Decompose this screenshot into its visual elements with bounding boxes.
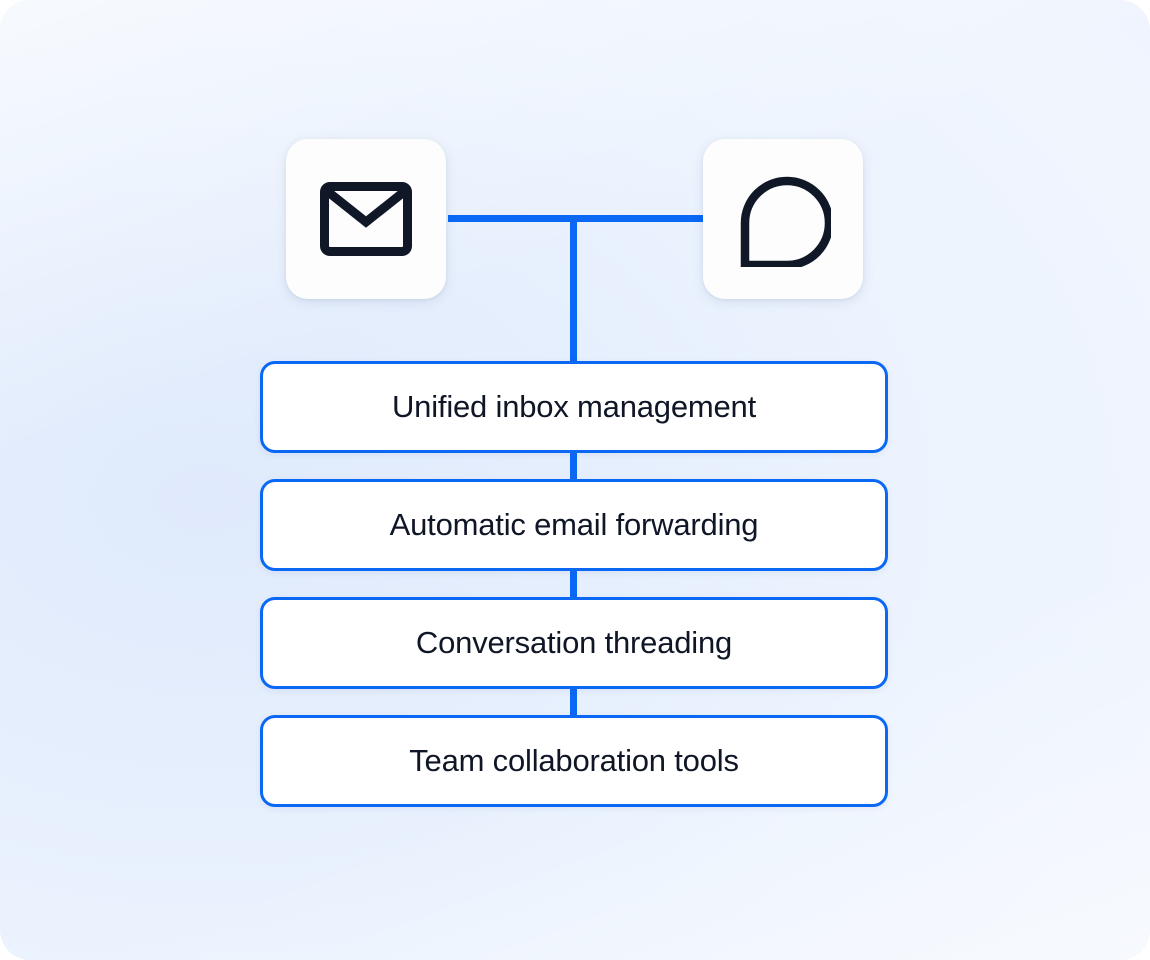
- envelope-icon: [320, 182, 412, 256]
- connector-trunk-drop: [570, 215, 577, 365]
- feature-label: Automatic email forwarding: [389, 507, 759, 542]
- feature-box[interactable]: Automatic email forwarding: [260, 479, 888, 571]
- connector-box-2-to-box-3: [570, 686, 577, 718]
- source-card-conversation[interactable]: [703, 139, 863, 299]
- feature-label: Conversation threading: [415, 625, 733, 660]
- feature-box[interactable]: Unified inbox management: [260, 361, 888, 453]
- source-card-email[interactable]: [286, 139, 446, 299]
- feature-label: Unified inbox management: [392, 389, 756, 424]
- connector-box-1-to-box-2: [570, 568, 577, 600]
- feature-box[interactable]: Team collaboration tools: [260, 715, 888, 807]
- connector-box-0-to-box-1: [570, 450, 577, 482]
- chat-bubbles-icon: [735, 171, 831, 267]
- connector-horizontal-trunk: [448, 215, 706, 222]
- feature-label: Team collaboration tools: [409, 743, 739, 778]
- feature-box[interactable]: Conversation threading: [260, 597, 888, 689]
